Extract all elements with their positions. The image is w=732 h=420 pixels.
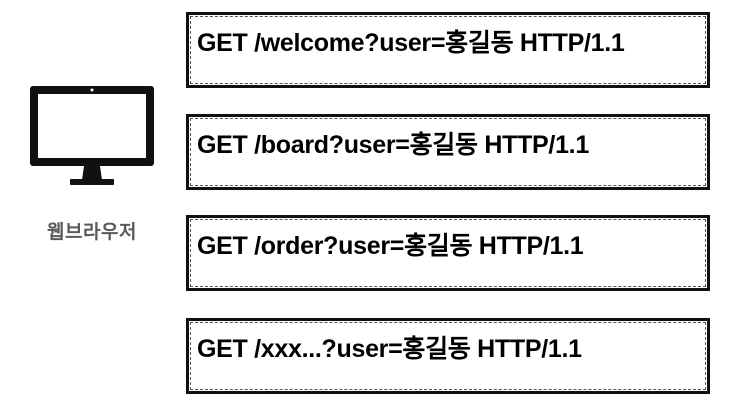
request-line: GET /order?user=홍길동 HTTP/1.1 bbox=[197, 232, 584, 260]
request-box-order: GET /order?user=홍길동 HTTP/1.1 bbox=[186, 215, 710, 291]
computer-monitor-icon bbox=[26, 83, 158, 189]
request-box-board: GET /board?user=홍길동 HTTP/1.1 bbox=[186, 114, 710, 190]
request-box-welcome: GET /welcome?user=홍길동 HTTP/1.1 bbox=[186, 12, 710, 88]
web-browser-label: 웹브라우저 bbox=[47, 221, 137, 243]
request-line: GET /board?user=홍길동 HTTP/1.1 bbox=[197, 131, 589, 159]
request-line: GET /welcome?user=홍길동 HTTP/1.1 bbox=[197, 29, 625, 57]
request-line: GET /xxx...?user=홍길동 HTTP/1.1 bbox=[197, 335, 582, 363]
request-box-other: GET /xxx...?user=홍길동 HTTP/1.1 bbox=[186, 318, 710, 394]
